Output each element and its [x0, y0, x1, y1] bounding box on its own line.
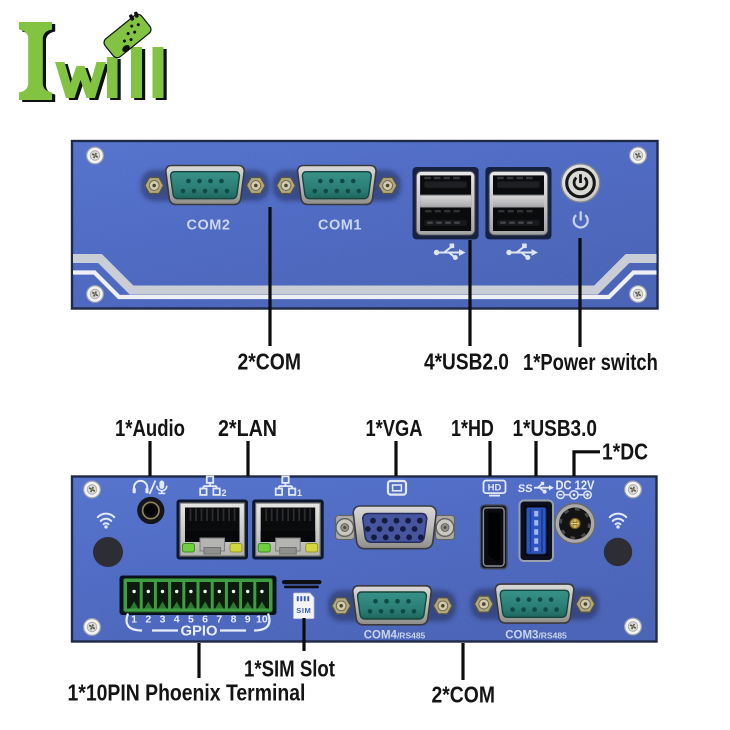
- svg-text:2*COM: 2*COM: [432, 682, 495, 708]
- svg-text:DC 12V: DC 12V: [556, 479, 596, 493]
- svg-text:2*COM: 2*COM: [238, 349, 301, 375]
- svg-text:4*USB2.0: 4*USB2.0: [424, 350, 509, 375]
- svg-text:1*VGA: 1*VGA: [366, 416, 423, 441]
- svg-text:1*USB3.0: 1*USB3.0: [513, 416, 597, 441]
- svg-text:1*DC: 1*DC: [602, 440, 648, 465]
- svg-text:10: 10: [256, 614, 268, 626]
- svg-text:1: 1: [297, 488, 302, 498]
- svg-text:GPIO: GPIO: [181, 624, 218, 640]
- svg-text:8: 8: [231, 614, 237, 626]
- svg-text:1*HD: 1*HD: [451, 416, 494, 442]
- svg-text:2: 2: [222, 488, 227, 498]
- svg-text:COM4/RS485: COM4/RS485: [364, 630, 426, 642]
- svg-text:1: 1: [131, 614, 137, 626]
- svg-text:HD: HD: [488, 483, 502, 494]
- svg-text:1*SIM Slot: 1*SIM Slot: [244, 657, 335, 682]
- svg-text:6: 6: [202, 614, 208, 626]
- svg-text:9: 9: [245, 614, 251, 626]
- svg-text:COM3/RS485: COM3/RS485: [505, 630, 567, 642]
- svg-text:5: 5: [188, 614, 194, 626]
- svg-text:3: 3: [160, 614, 166, 626]
- svg-text:7: 7: [216, 614, 222, 626]
- svg-text:SS: SS: [517, 483, 533, 495]
- svg-text:SIM: SIM: [296, 606, 311, 615]
- svg-text:1*10PIN Phoenix Terminal: 1*10PIN Phoenix Terminal: [68, 680, 306, 706]
- svg-text:1*Audio: 1*Audio: [115, 416, 185, 441]
- svg-text:COM1: COM1: [318, 218, 362, 234]
- svg-text:2*LAN: 2*LAN: [218, 416, 277, 442]
- svg-text:2: 2: [145, 614, 151, 626]
- svg-text:COM2: COM2: [187, 218, 231, 234]
- svg-text:1*Power switch: 1*Power switch: [523, 350, 658, 375]
- svg-text:4: 4: [174, 614, 180, 626]
